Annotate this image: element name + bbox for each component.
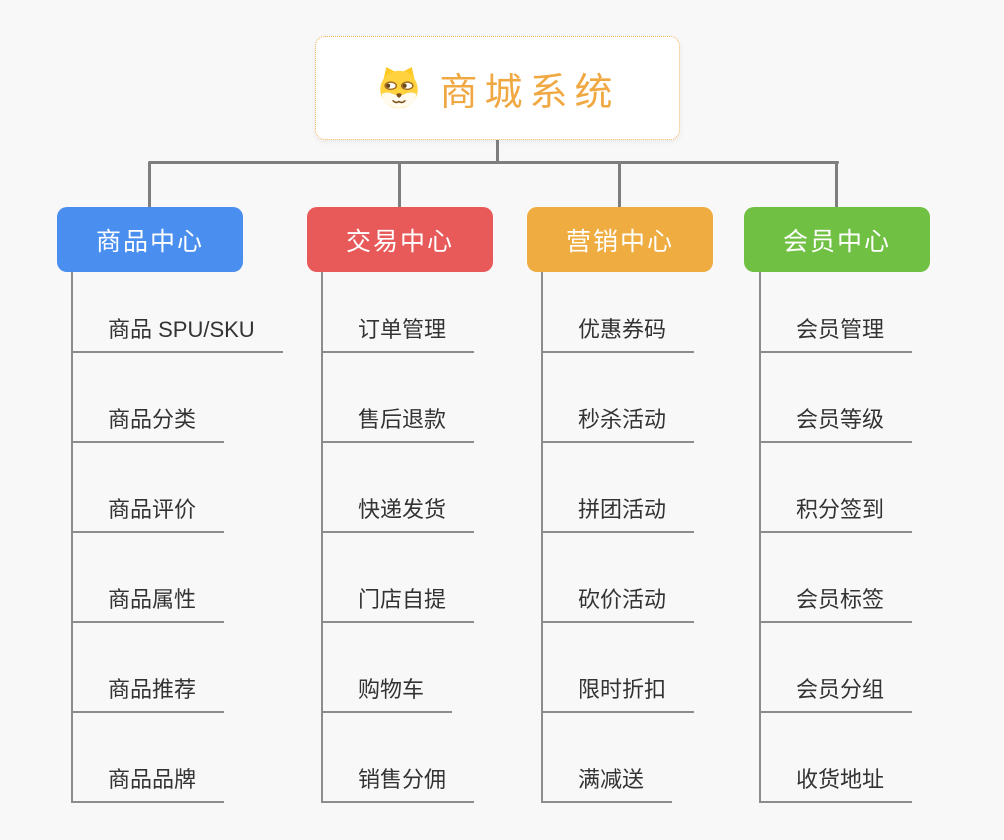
root-title: 商城系统: [439, 71, 620, 114]
branch-node-member-center[interactable]: 会员中心: [744, 207, 930, 272]
branch-children-column: 优惠券码 秒杀活动 拼团活动 砍价活动 限时折扣 满减送: [541, 272, 695, 803]
leaf-node[interactable]: 拼团活动: [543, 495, 695, 533]
branch-children-column: 商品 SPU/SKU 商品分类 商品评价 商品属性 商品推荐 商品品牌: [71, 272, 283, 803]
root-node[interactable]: 商城系统: [315, 36, 680, 140]
connector-drop: [618, 163, 621, 207]
leaf-node[interactable]: 快递发货: [323, 495, 475, 533]
leaf-node[interactable]: 满减送: [543, 765, 673, 803]
leaf-node[interactable]: 商品属性: [73, 585, 225, 623]
leaf-node[interactable]: 会员标签: [761, 585, 913, 623]
leaf-node[interactable]: 商品 SPU/SKU: [73, 315, 283, 353]
leaf-node[interactable]: 秒杀活动: [543, 405, 695, 443]
leaf-node[interactable]: 会员分组: [761, 675, 913, 713]
branch-node-trade-center[interactable]: 交易中心: [307, 207, 493, 272]
leaf-node[interactable]: 限时折扣: [543, 675, 695, 713]
leaf-node[interactable]: 会员等级: [761, 405, 913, 443]
connector-drop: [835, 163, 838, 207]
leaf-node[interactable]: 商品品牌: [73, 765, 225, 803]
leaf-node[interactable]: 商品分类: [73, 405, 225, 443]
branch-children-column: 订单管理 售后退款 快递发货 门店自提 购物车 销售分佣: [321, 272, 475, 803]
connector-root-stub: [496, 140, 499, 164]
leaf-node[interactable]: 商品推荐: [73, 675, 225, 713]
leaf-node[interactable]: 商品评价: [73, 495, 225, 533]
leaf-node[interactable]: 会员管理: [761, 315, 913, 353]
leaf-node[interactable]: 门店自提: [323, 585, 475, 623]
branch-node-marketing-center[interactable]: 营销中心: [527, 207, 713, 272]
leaf-node[interactable]: 砍价活动: [543, 585, 695, 623]
connector-drop: [148, 163, 151, 207]
dog-face-icon: [380, 67, 419, 109]
leaf-node[interactable]: 积分签到: [761, 495, 913, 533]
connector-drop: [398, 163, 401, 207]
branch-node-product-center[interactable]: 商品中心: [57, 207, 243, 272]
leaf-node[interactable]: 售后退款: [323, 405, 475, 443]
leaf-node[interactable]: 优惠券码: [543, 315, 695, 353]
leaf-node[interactable]: 销售分佣: [323, 765, 475, 803]
leaf-node[interactable]: 收货地址: [761, 765, 913, 803]
connector-bus: [148, 161, 839, 164]
leaf-node[interactable]: 订单管理: [323, 315, 475, 353]
leaf-node[interactable]: 购物车: [323, 675, 453, 713]
branch-children-column: 会员管理 会员等级 积分签到 会员标签 会员分组 收货地址: [759, 272, 913, 803]
